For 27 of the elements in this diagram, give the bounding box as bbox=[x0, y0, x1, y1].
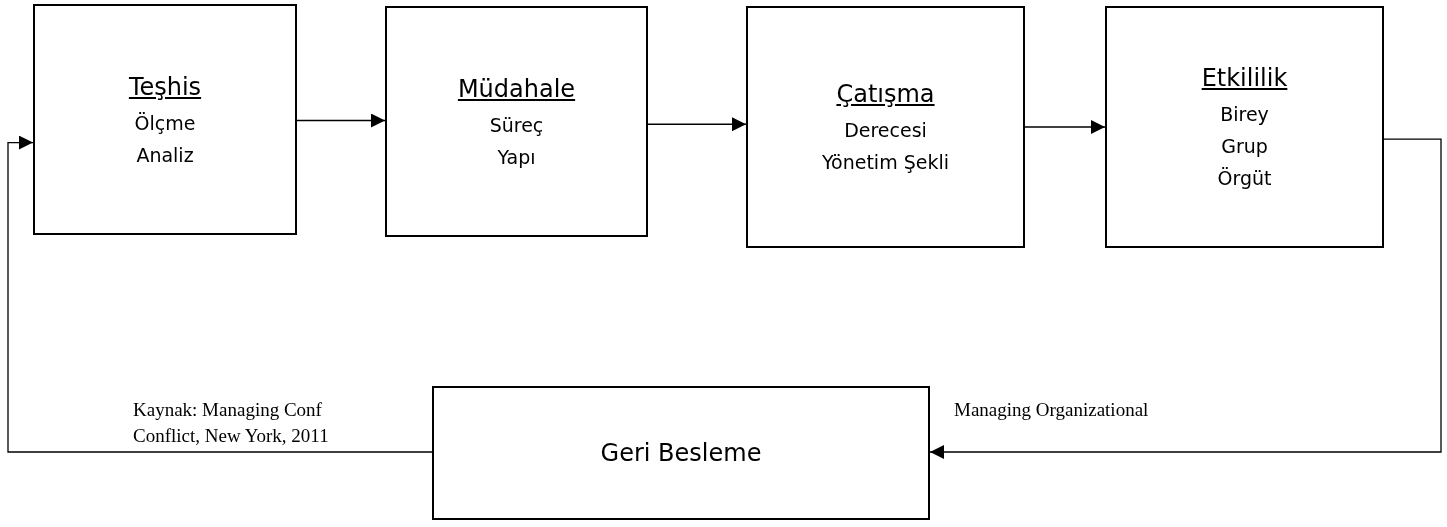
arrow bbox=[7, 135, 433, 453]
box-heading: Müdahale bbox=[457, 73, 576, 104]
box-text: Analiz bbox=[136, 143, 194, 168]
box-text: Yapı bbox=[497, 145, 536, 170]
box-text: Grup bbox=[1221, 135, 1268, 159]
arrow bbox=[647, 117, 747, 132]
box-heading: Etkililik bbox=[1201, 63, 1288, 94]
process-box bbox=[33, 4, 297, 235]
arrow bbox=[929, 138, 1442, 459]
box-heading: Çatışma bbox=[836, 79, 935, 110]
box-text: Birey bbox=[1220, 103, 1269, 128]
box-text: Derecesi bbox=[844, 119, 927, 143]
box-text: Süreç bbox=[489, 113, 544, 138]
box-text: Yönetim Şekli bbox=[822, 151, 949, 175]
process-box bbox=[1105, 6, 1384, 248]
box-text: Ölçme bbox=[134, 111, 196, 136]
arrow bbox=[296, 113, 386, 128]
process-box bbox=[746, 6, 1025, 248]
process-box bbox=[385, 6, 648, 237]
source-note: Kaynak: Managing Conf bbox=[133, 400, 322, 419]
source-note: Managing Organizational bbox=[954, 400, 1149, 419]
process-box bbox=[432, 386, 930, 520]
box-heading: Teşhis bbox=[128, 71, 202, 102]
arrow bbox=[1024, 120, 1106, 134]
box-text: Örgüt bbox=[1217, 166, 1272, 191]
box-text: Geri Besleme bbox=[600, 438, 762, 468]
source-note: Conflict, New York, 2011 bbox=[133, 426, 329, 445]
